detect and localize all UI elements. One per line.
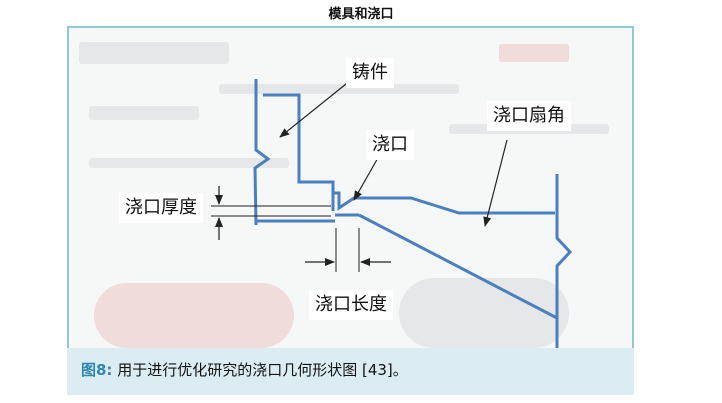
background-ghost (499, 44, 569, 62)
casting-outer-edge (253, 79, 271, 226)
background-ghost (89, 158, 289, 168)
label-gate: 浇口 (366, 130, 414, 160)
gate-fan-leader-arrow (483, 139, 508, 227)
label-gate-length: 浇口长度 (309, 290, 393, 320)
label-casting: 铸件 (346, 58, 394, 88)
casting-leader-arrow (279, 79, 352, 138)
figure-frame: 铸件 浇口 浇口扇角 浇口厚度 浇口长度 (67, 26, 634, 395)
figure-number: 图8: (81, 361, 113, 379)
background-ghost (94, 283, 294, 348)
background-ghost (399, 278, 569, 348)
figure-caption: 图8: 用于进行优化研究的浇口几何形状图 [43]。 (67, 348, 634, 395)
gate-leader-arrow (353, 155, 380, 201)
casting-upper-step (263, 93, 335, 211)
label-gate-fan: 浇口扇角 (487, 101, 571, 131)
background-ghost (89, 106, 199, 120)
label-gate-thickness: 浇口厚度 (119, 193, 203, 223)
runner-wall (555, 174, 573, 350)
gate-upper-wall (333, 191, 555, 215)
background-ghost (79, 42, 229, 64)
gate-geometry-diagram (211, 79, 573, 350)
caption-text: 用于进行优化研究的浇口几何形状图 [43]。 (112, 361, 408, 379)
page-title: 模具和浇口 (328, 7, 394, 22)
gate-fan-wall (358, 213, 558, 320)
